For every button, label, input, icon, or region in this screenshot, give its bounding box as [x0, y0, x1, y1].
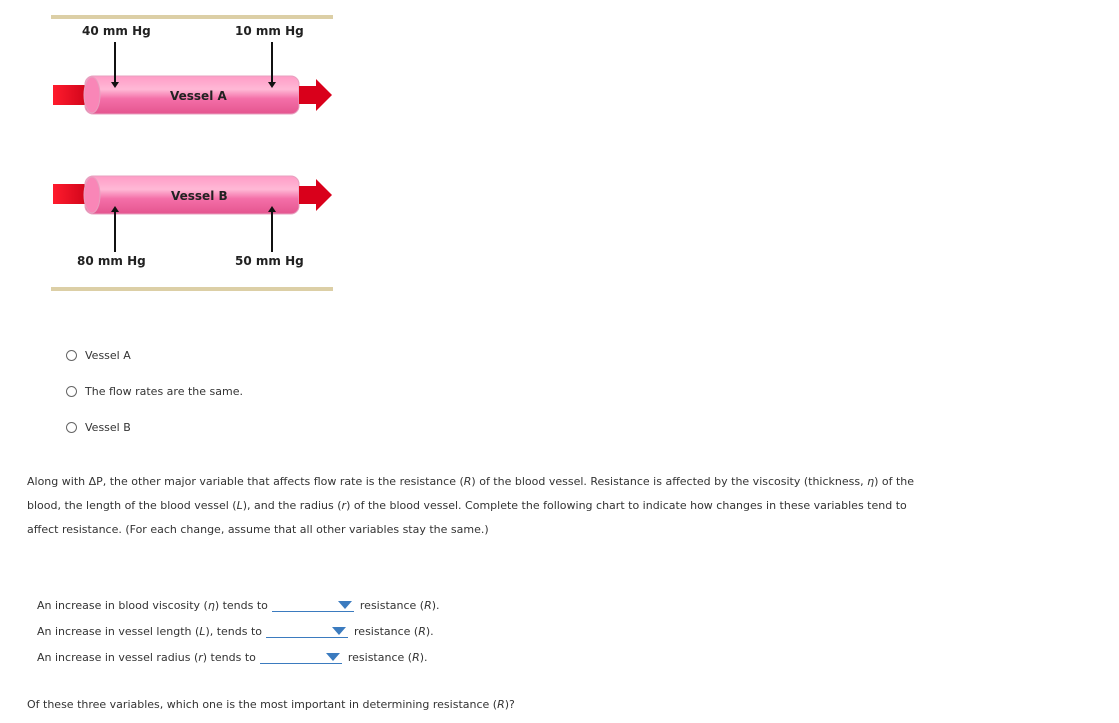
vessel-b-label: Vessel B: [171, 189, 228, 203]
length-dropdown[interactable]: [266, 623, 348, 638]
option-same[interactable]: The flow rates are the same.: [66, 385, 243, 398]
outflow-arrow-b: [299, 179, 332, 211]
chevron-down-icon: [338, 601, 352, 609]
vessel-diagram-svg: [0, 0, 400, 300]
vessel-a-left-pressure: 40 mm Hg: [82, 24, 151, 38]
option-vessel-a[interactable]: Vessel A: [66, 349, 131, 362]
length-row: An increase in vessel length (L), tends …: [37, 623, 434, 638]
radius-row: An increase in vessel radius (r) tends t…: [37, 649, 428, 664]
option-label: Vessel B: [85, 421, 131, 434]
viscosity-dropdown[interactable]: [272, 597, 354, 612]
chevron-down-icon: [326, 653, 340, 661]
top-divider: [51, 15, 333, 19]
vessel-a-graphic: [53, 42, 332, 114]
radio-button[interactable]: [66, 422, 77, 433]
radio-button[interactable]: [66, 386, 77, 397]
bottom-divider: [51, 287, 333, 291]
vessel-b-left-pressure: 80 mm Hg: [77, 254, 146, 268]
vessel-b-right-pressure: 50 mm Hg: [235, 254, 304, 268]
viscosity-row: An increase in blood viscosity (η) tends…: [37, 597, 440, 612]
option-label: The flow rates are the same.: [85, 385, 243, 398]
instructions-paragraph: Along with ΔP, the other major variable …: [27, 470, 927, 542]
outflow-arrow-a: [299, 79, 332, 111]
vessel-a-right-pressure: 10 mm Hg: [235, 24, 304, 38]
vessel-b-graphic: [53, 176, 332, 252]
vessel-diagram: 40 mm Hg 10 mm Hg Vessel A Vessel B 80 m…: [0, 0, 400, 300]
option-vessel-b[interactable]: Vessel B: [66, 421, 131, 434]
chevron-down-icon: [332, 627, 346, 635]
question-text: Of these three variables, which one is t…: [27, 698, 515, 711]
vessel-a-label: Vessel A: [170, 89, 227, 103]
radio-button[interactable]: [66, 350, 77, 361]
radius-dropdown[interactable]: [260, 649, 342, 664]
option-label: Vessel A: [85, 349, 131, 362]
